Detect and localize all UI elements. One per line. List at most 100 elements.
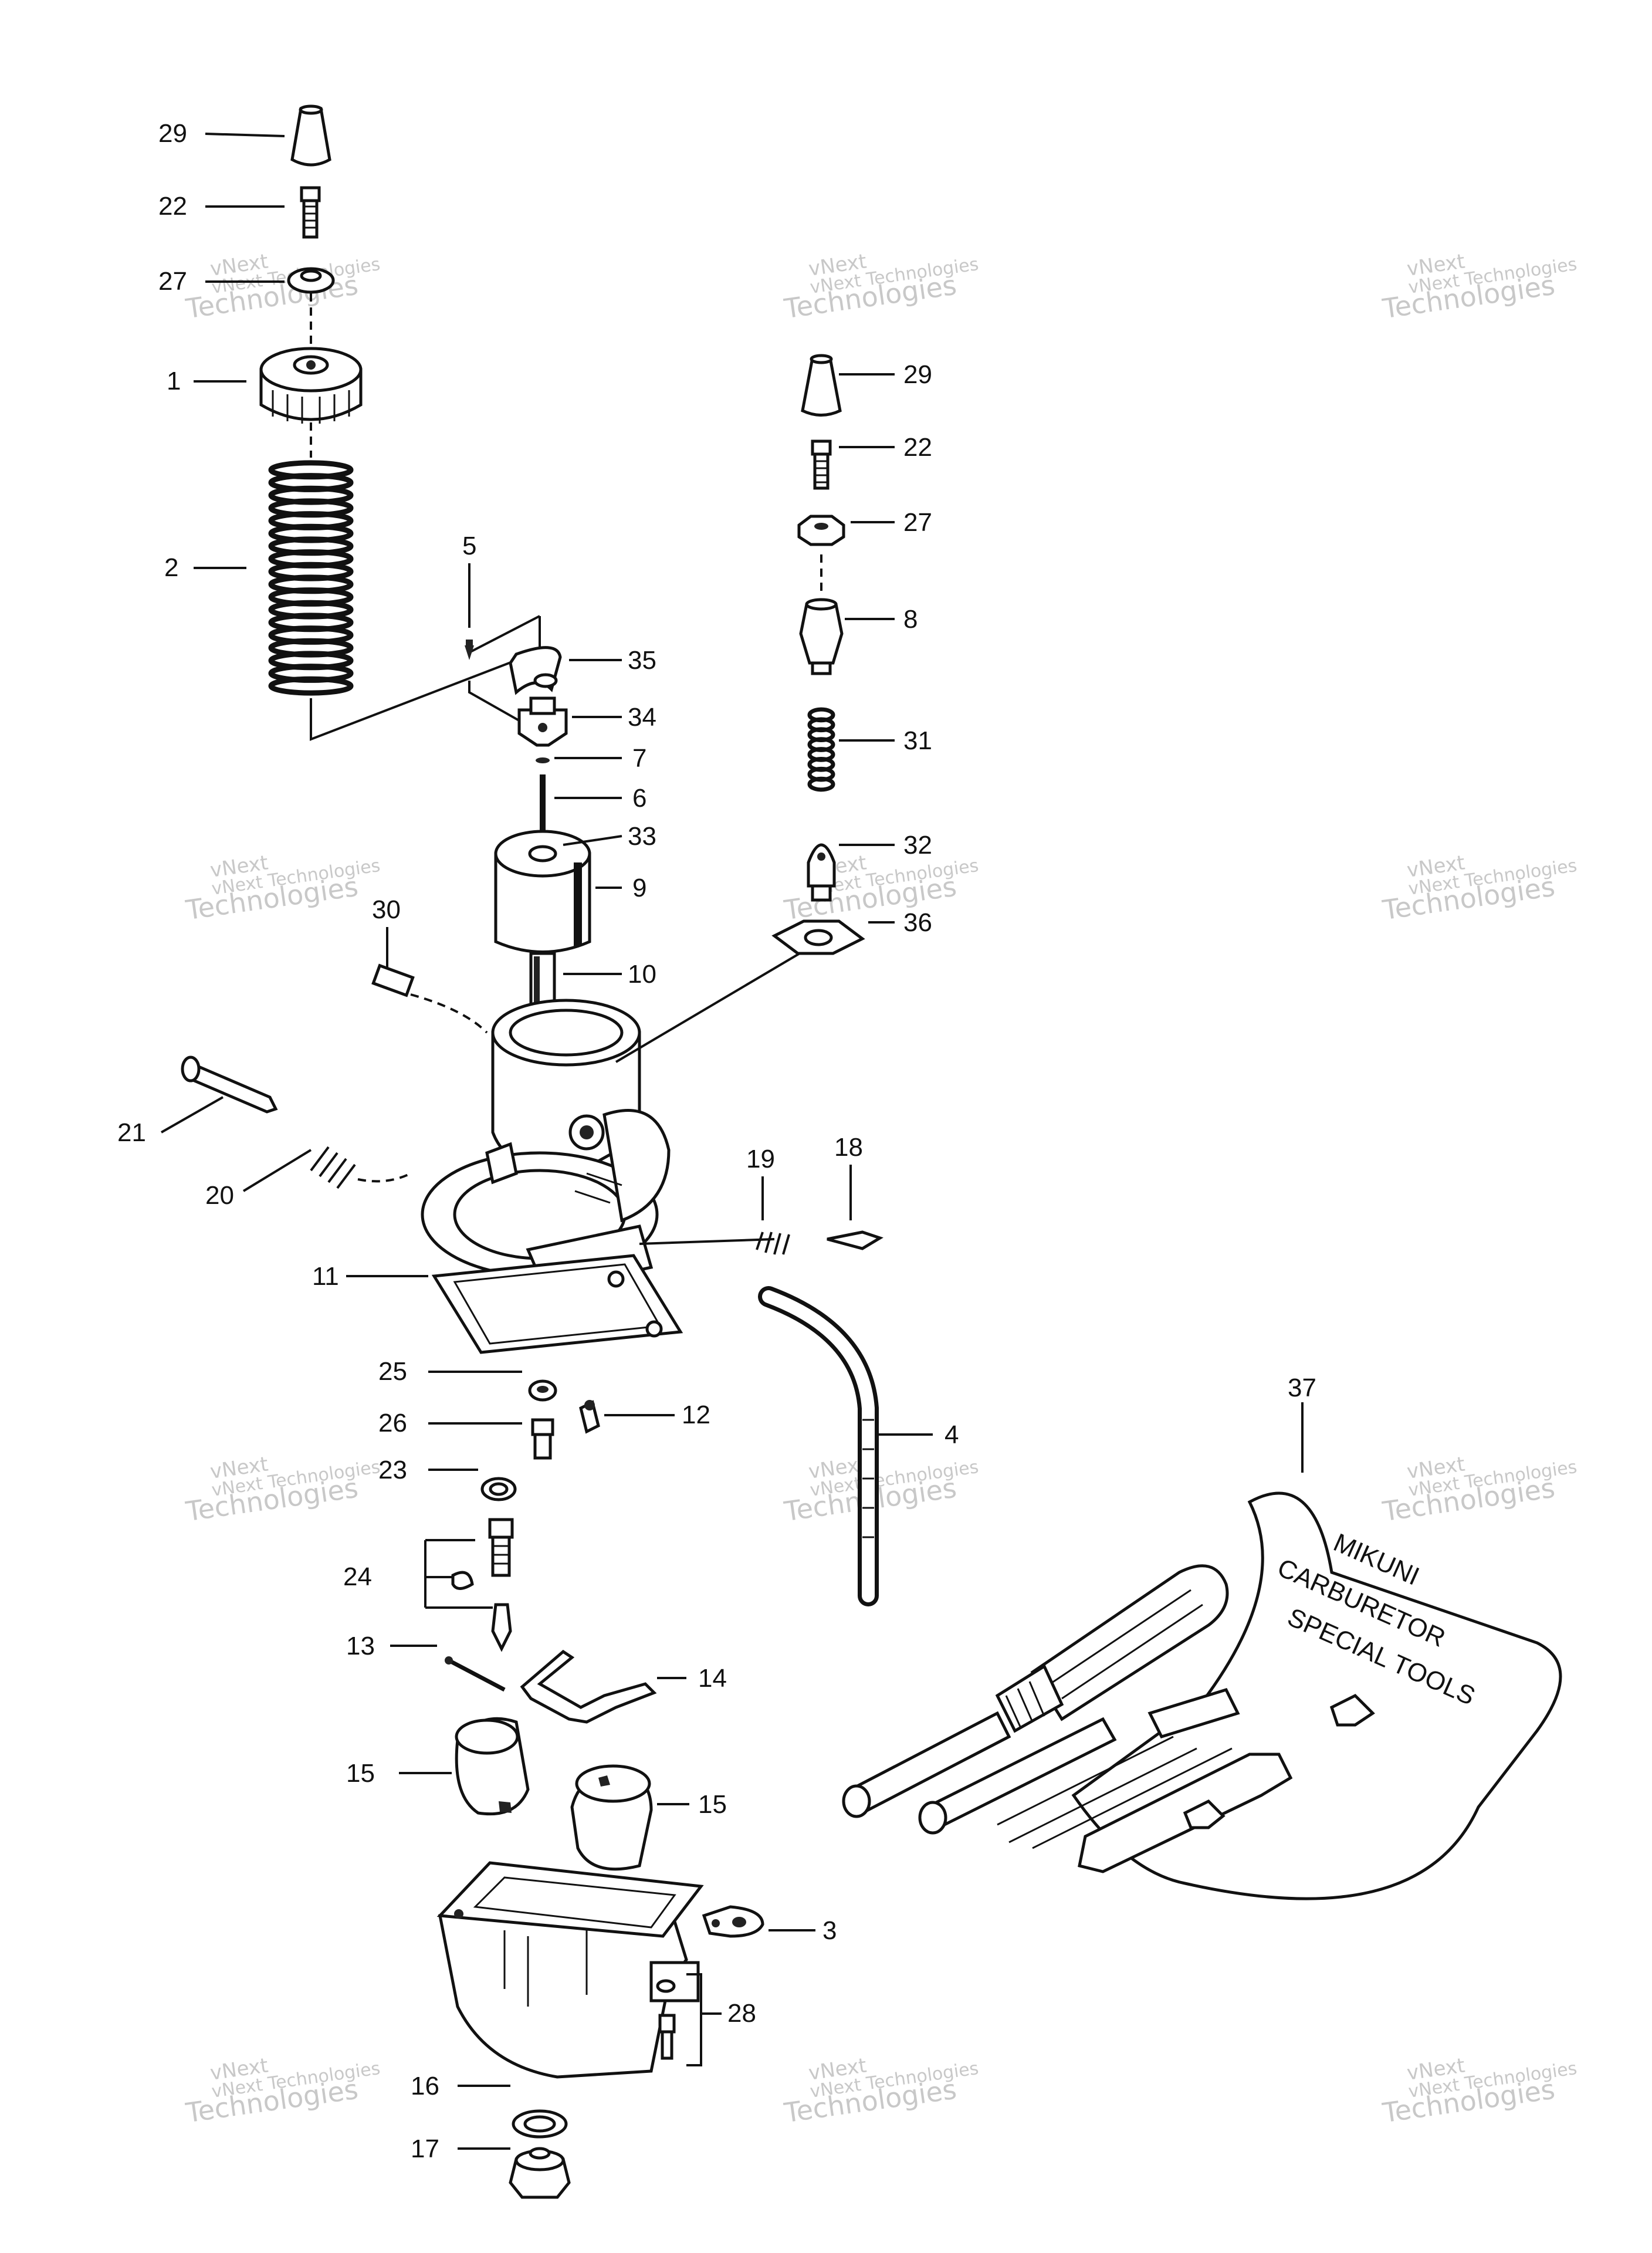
- callout-28: 28: [727, 1999, 756, 2028]
- part-18-idle-screw: [827, 1230, 883, 1250]
- assembly-line-throttle-stop: [639, 1238, 775, 1245]
- callout-13: 13: [346, 1632, 375, 1660]
- callout-26: 26: [378, 1409, 407, 1437]
- callout-32: 32: [903, 831, 932, 860]
- part-22-adjuster-right: [811, 439, 832, 490]
- callout-6: 6: [632, 784, 646, 813]
- callout-8: 8: [903, 605, 918, 634]
- callout-4: 4: [945, 1420, 959, 1449]
- callout-24: 24: [343, 1562, 372, 1591]
- part-4-tube: [758, 1286, 879, 1606]
- assembly-line-jet-holder: [615, 946, 811, 1063]
- callout-labels: 29 22 27 1 2 5 35 34 7 6 33 9 30 10 21 2…: [117, 119, 1316, 2163]
- part-12-plunger: [579, 1400, 600, 1434]
- leader-lines: [161, 133, 1304, 2150]
- callout-19: 19: [746, 1145, 775, 1173]
- callout-27-left: 27: [158, 267, 187, 296]
- callout-25: 25: [378, 1357, 407, 1386]
- part-3-clamp: [702, 1905, 764, 1938]
- callout-2: 2: [164, 553, 178, 582]
- callout-15-left: 15: [346, 1759, 375, 1788]
- part-35-needle-clip-plate: [509, 646, 562, 695]
- watermark-4: vNext vNext Technologies Technologies: [184, 851, 382, 926]
- part-24-main-jet: [424, 1518, 514, 1652]
- callout-21: 21: [117, 1118, 146, 1147]
- part-34-needle-retainer: [517, 696, 568, 747]
- part-2-throttle-spring: [268, 460, 354, 696]
- callout-11: 11: [312, 1262, 339, 1291]
- part-27-nut-right: [797, 515, 845, 546]
- part-9-throttle-valve: [494, 830, 591, 953]
- spring-coil: [807, 776, 835, 792]
- part-36-gasket-right: [771, 919, 865, 955]
- part-21-throttle-stop-screw: [181, 1056, 278, 1114]
- part-8-plunger-body: [799, 598, 844, 675]
- callout-22-left: 22: [158, 192, 187, 221]
- part-11-gasket: [431, 1254, 683, 1354]
- callout-20: 20: [205, 1181, 234, 1210]
- part-20-spring: [310, 1146, 411, 1189]
- callout-14: 14: [698, 1664, 727, 1693]
- part-37-tool-kit: MIKUNI CARBURETOR SPECIAL TOOLS: [842, 1491, 1562, 1900]
- callout-5: 5: [462, 532, 476, 560]
- callout-7: 7: [632, 744, 646, 773]
- part-5-screw: [465, 640, 474, 660]
- watermark-3: vNext vNext Technologies Technologies: [1380, 249, 1579, 324]
- part-13-float-pin: [445, 1656, 506, 1692]
- watermark-8: vNext vNext Technologies Technologies: [782, 1452, 980, 1527]
- part-1-mixing-chamber-cap: [259, 347, 363, 424]
- part-23-o-ring: [480, 1477, 517, 1501]
- callout-29-left: 29: [158, 119, 187, 148]
- watermark-10: vNext vNext Technologies Technologies: [184, 2054, 382, 2129]
- carburetor-body: [421, 999, 671, 1293]
- assembly-line-slide: [310, 615, 541, 741]
- part-31-spring-right: [807, 707, 835, 792]
- part-27-nut-left: [287, 267, 335, 294]
- watermark-12: vNext vNext Technologies Technologies: [1380, 2054, 1579, 2129]
- callout-27-right: 27: [903, 508, 932, 537]
- spring-coil: [268, 676, 354, 696]
- callout-34: 34: [628, 703, 656, 732]
- callout-30: 30: [372, 895, 401, 924]
- callout-12: 12: [682, 1400, 710, 1429]
- callout-35: 35: [628, 646, 656, 675]
- callout-22-right: 22: [903, 433, 932, 462]
- callout-36: 36: [903, 908, 932, 937]
- part-16-gasket: [512, 2109, 568, 2139]
- part-25-washer: [528, 1379, 557, 1402]
- watermark-2: vNext vNext Technologies Technologies: [782, 249, 980, 324]
- callout-9: 9: [632, 874, 646, 902]
- watermark-6: vNext vNext Technologies Technologies: [1380, 851, 1579, 926]
- part-29-cap-right: [801, 354, 842, 417]
- callout-23: 23: [378, 1456, 407, 1484]
- callout-29-right: 29: [903, 360, 932, 389]
- part-19-idle-spring: [756, 1232, 790, 1255]
- callout-37: 37: [1288, 1374, 1316, 1402]
- watermark-9: vNext vNext Technologies Technologies: [1380, 1452, 1579, 1527]
- part-28-screw-washer: [656, 1973, 702, 2066]
- part-14-float-arm: [520, 1649, 657, 1724]
- watermark-11: vNext vNext Technologies Technologies: [782, 2054, 980, 2129]
- part-15-float-right: [570, 1764, 653, 1871]
- watermark-7: vNext vNext Technologies Technologies: [184, 1452, 382, 1527]
- callout-33: 33: [628, 822, 656, 851]
- part-15-float-left: [455, 1717, 530, 1816]
- float-bowl: [436, 1861, 704, 2079]
- callout-1: 1: [167, 367, 181, 395]
- part-30-pilot-air-screw: [371, 963, 488, 1034]
- callout-3: 3: [822, 1916, 837, 1945]
- callout-15-right: 15: [698, 1790, 727, 1819]
- part-32-starter-plunger: [807, 843, 836, 902]
- part-17-drain-plug: [509, 2147, 571, 2199]
- part-26-pilot-jet: [531, 1418, 554, 1460]
- part-7-e-clip: [536, 757, 550, 763]
- callout-16: 16: [411, 2072, 439, 2100]
- callout-17: 17: [411, 2134, 439, 2163]
- callout-18: 18: [834, 1133, 863, 1162]
- part-22-adjuster-left: [300, 186, 321, 239]
- callout-10: 10: [628, 960, 656, 989]
- callout-31: 31: [903, 726, 932, 755]
- watermark-1: vNext vNext Technologies Technologies: [184, 249, 382, 324]
- part-29-cap-left: [290, 104, 331, 167]
